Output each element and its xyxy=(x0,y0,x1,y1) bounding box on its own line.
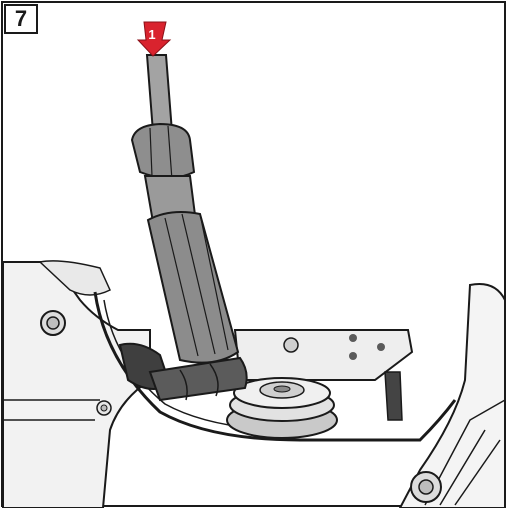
wire-connector xyxy=(118,342,403,421)
screwdriver xyxy=(130,54,240,364)
step-number: 7 xyxy=(14,6,28,31)
step-arrow-callout xyxy=(136,21,172,57)
bottom-right-screw xyxy=(410,471,442,503)
housing xyxy=(2,260,506,508)
step-number-badge: 7 xyxy=(4,4,38,34)
small-screw-left xyxy=(96,400,112,416)
left-screw xyxy=(40,310,66,336)
drive-roll xyxy=(226,377,338,439)
callout-label: 1 xyxy=(148,27,155,42)
